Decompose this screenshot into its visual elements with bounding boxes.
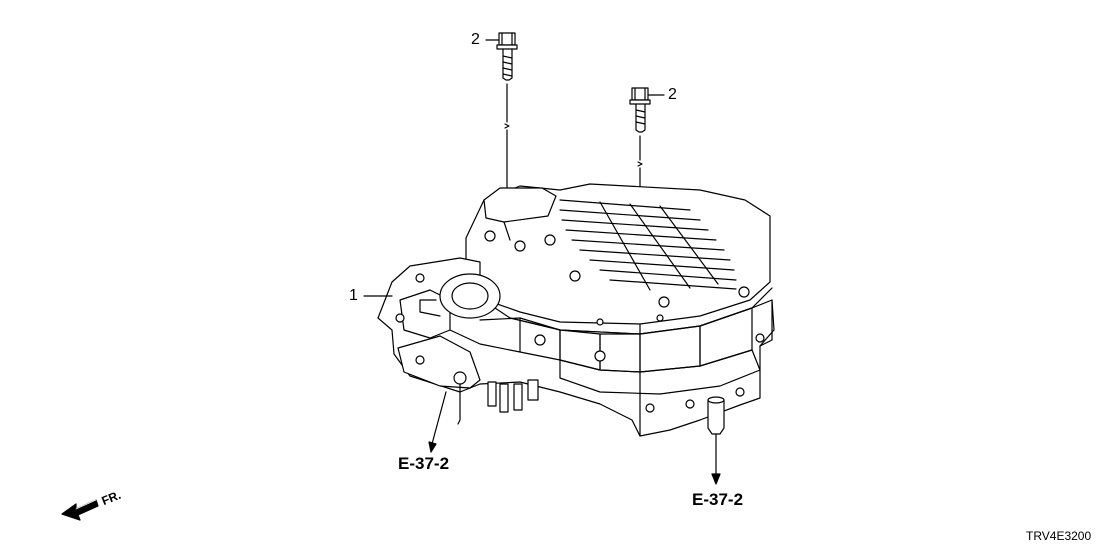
reference-arrow-right: [711, 433, 721, 485]
bolt-icon: [496, 32, 518, 81]
front-arrow-icon: [61, 499, 99, 521]
bolt-icon: [629, 87, 651, 133]
leader-line: [485, 39, 510, 193]
callout-bolt-b: 2: [668, 86, 677, 103]
callout-part-1: 1: [349, 287, 358, 304]
reference-label-right: E-37-2: [692, 490, 744, 509]
reference-arrow-left: [428, 391, 447, 453]
callout-bolt-a: 2: [471, 31, 480, 48]
reference-label-left: E-37-2: [398, 454, 450, 473]
diagram-code: TRV4E3200: [1026, 529, 1092, 543]
power-control-unit: [377, 183, 775, 437]
